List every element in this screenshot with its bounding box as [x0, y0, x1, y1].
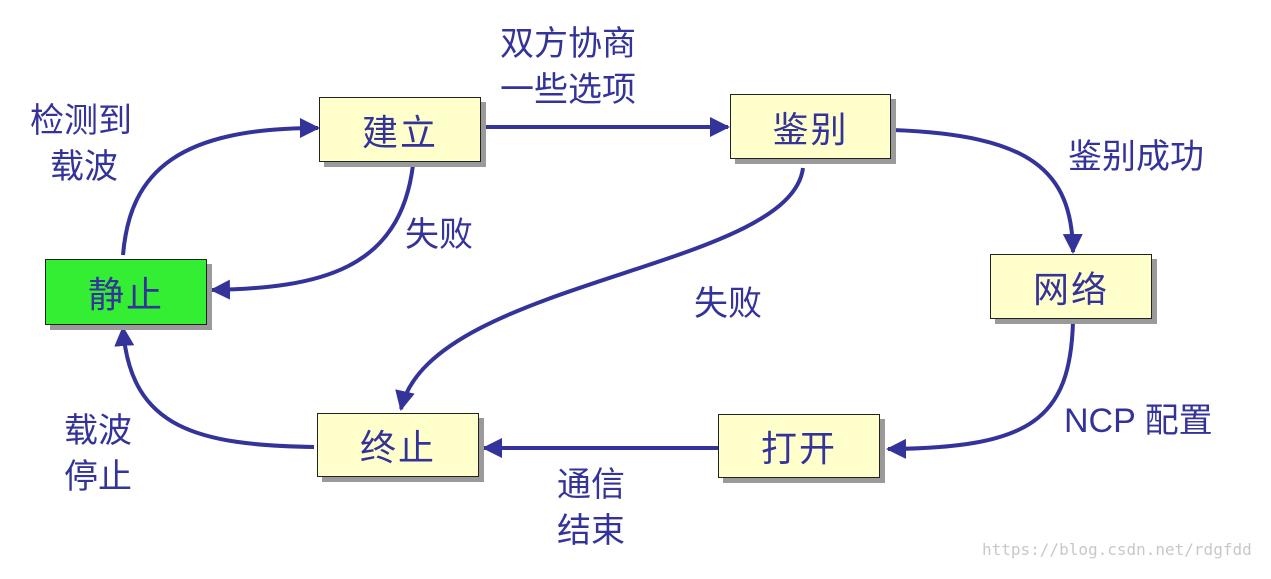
label-comm-end: 通信 结束 — [557, 465, 625, 551]
state-open: 打开 — [718, 414, 880, 478]
label-auth-fail: 失败 — [694, 284, 762, 324]
state-authenticate: 鉴别 — [730, 94, 891, 159]
label-negotiate-options: 双方协商 一些选项 — [500, 24, 636, 110]
state-network: 网络 — [990, 254, 1152, 319]
label-establish-fail: 失败 — [405, 215, 473, 255]
watermark: https://blog.csdn.net/rdgfdd — [982, 540, 1252, 559]
label-auth-success: 鉴别成功 — [1068, 137, 1204, 177]
label-ncp-config: NCP 配置 — [1064, 402, 1213, 440]
arrow-establish-fail-to-dead — [210, 164, 415, 300]
arrow-authenticate-to-network — [892, 128, 1083, 254]
label-carrier-stopped: 载波 停止 — [64, 411, 132, 497]
state-terminate: 终止 — [317, 413, 479, 477]
arrow-authenticate-fail-to-terminate — [395, 167, 805, 411]
state-dead: 静止 — [45, 259, 207, 325]
arrow-terminate-to-dead — [114, 326, 315, 449]
state-establish: 建立 — [319, 97, 481, 162]
arrow-network-to-open — [886, 321, 1075, 459]
arrow-dead-to-establish — [121, 118, 320, 256]
label-carrier-detected: 检测到 载波 — [30, 101, 132, 187]
